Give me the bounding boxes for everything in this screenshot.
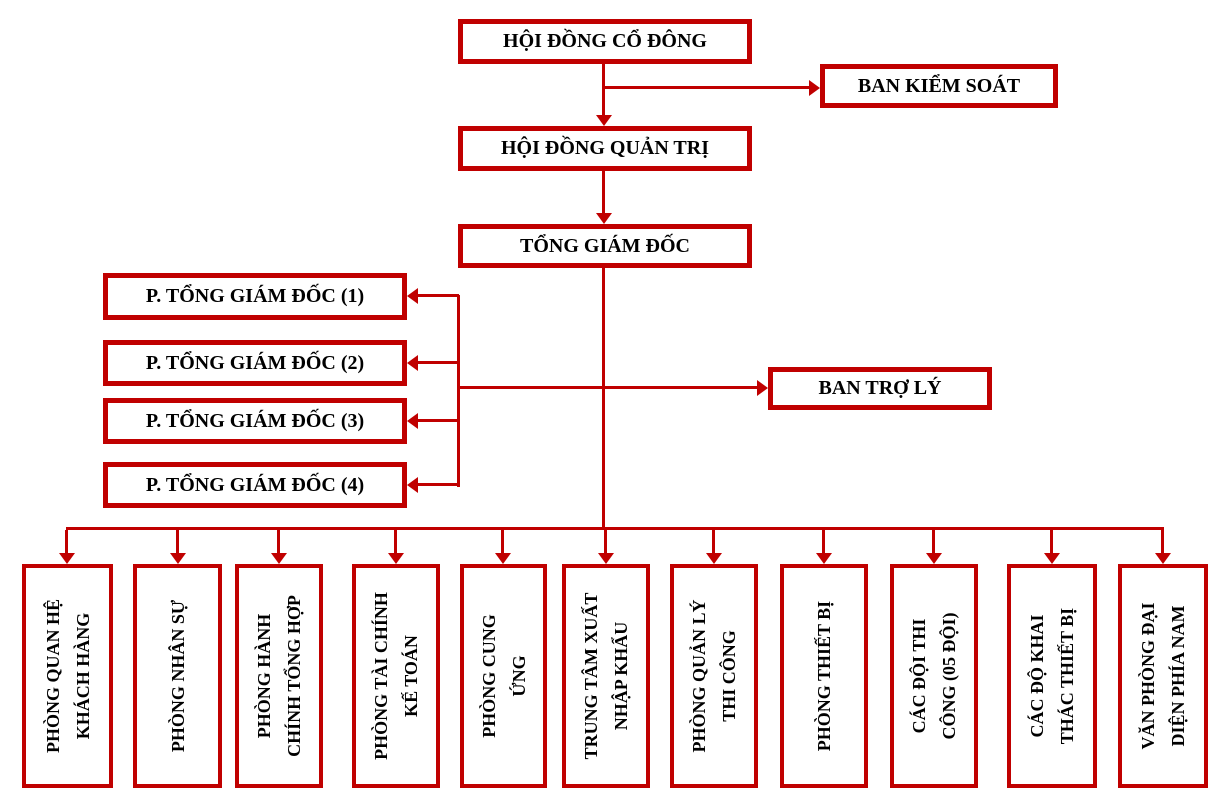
arrowhead-down-dept-5-icon <box>495 553 511 564</box>
node-assistant-board: BAN TRỢ LÝ <box>768 367 992 410</box>
arrowhead-down-dept-9-icon <box>926 553 942 564</box>
arrowhead-down-general-director-icon <box>596 213 612 224</box>
connector-drop-3 <box>277 530 280 554</box>
arrowhead-down-board-icon <box>596 115 612 126</box>
arrowhead-left-deputy-3-icon <box>407 413 418 429</box>
node-deputy-general-director-3: P. TỔNG GIÁM ĐỐC (3) <box>103 398 407 444</box>
connector-drop-9 <box>932 530 935 554</box>
arrowhead-down-dept-11-icon <box>1155 553 1171 564</box>
arrowhead-down-dept-4-icon <box>388 553 404 564</box>
arrowhead-left-deputy-1-icon <box>407 288 418 304</box>
node-dept-tai-chinh-ke-toan: PHÒNG TÀI CHÍNH KẾ TOÁN <box>352 564 440 788</box>
node-label: PHÒNG TÀI CHÍNH KẾ TOÁN <box>371 592 421 760</box>
connector-deputy-1-stub <box>418 294 459 297</box>
connector-drop-4 <box>394 530 397 554</box>
node-label: PHÒNG HÀNH CHÍNH TỔNG HỢP <box>254 595 304 757</box>
connector-drop-5 <box>501 530 504 554</box>
connector-drop-7 <box>712 530 715 554</box>
node-general-director: TỔNG GIÁM ĐỐC <box>458 224 752 268</box>
connector-deputy-4-stub <box>418 483 459 486</box>
connector-deputy-3-stub <box>418 419 459 422</box>
node-label: HỘI ĐỒNG QUẢN TRỊ <box>501 137 709 159</box>
node-dept-hanh-chinh-tong-hop: PHÒNG HÀNH CHÍNH TỔNG HỢP <box>235 564 323 788</box>
arrowhead-down-dept-1-icon <box>59 553 75 564</box>
connector-distribution <box>66 527 1164 530</box>
connector-shareholders-board <box>602 64 605 115</box>
node-dept-quan-ly-thi-cong: PHÒNG QUẢN LÝ THI CÔNG <box>670 564 758 788</box>
connector-assistant-branch <box>457 386 757 389</box>
node-label: CÁC ĐỘI THI CÔNG (05 ĐỘI) <box>909 612 959 740</box>
node-label: TRUNG TÂM XUẤT NHẬP KHẨU <box>581 592 631 760</box>
arrowhead-down-dept-2-icon <box>170 553 186 564</box>
node-label: PHÒNG QUAN HỆ KHÁCH HÀNG <box>42 599 93 754</box>
arrowhead-left-deputy-2-icon <box>407 355 418 371</box>
connector-board-general-director <box>602 171 605 213</box>
connector-deputies-spine <box>457 295 460 487</box>
node-label: PHÒNG NHÂN SỰ <box>167 599 188 753</box>
connector-deputy-2-stub <box>418 361 459 364</box>
node-label: P. TỔNG GIÁM ĐỐC (4) <box>145 473 365 496</box>
arrowhead-down-dept-10-icon <box>1044 553 1060 564</box>
arrowhead-right-supervisory-icon <box>809 80 820 96</box>
node-label: P. TỔNG GIÁM ĐỐC (2) <box>145 351 365 374</box>
node-dept-doi-thi-cong: CÁC ĐỘI THI CÔNG (05 ĐỘI) <box>890 564 978 788</box>
node-label: HỘI ĐỒNG CỔ ĐÔNG <box>503 30 707 52</box>
node-label: BAN KIỂM SOÁT <box>857 74 1021 97</box>
arrowhead-down-dept-6-icon <box>598 553 614 564</box>
node-label: PHÒNG THIẾT BỊ <box>814 600 834 752</box>
connector-drop-2 <box>176 530 179 554</box>
node-shareholders: HỘI ĐỒNG CỔ ĐÔNG <box>458 19 752 64</box>
node-dept-van-phong-phia-nam: VĂN PHÒNG ĐẠI DIỆN PHÍA NAM <box>1118 564 1208 788</box>
node-dept-thiet-bi: PHÒNG THIẾT BỊ <box>780 564 868 788</box>
node-label: BAN TRỢ LÝ <box>818 377 942 399</box>
connector-drop-11 <box>1161 530 1164 554</box>
node-label: VĂN PHÒNG ĐẠI DIỆN PHÍA NAM <box>1138 602 1188 750</box>
connector-drop-6 <box>604 530 607 554</box>
node-dept-cung-ung: PHÒNG CUNG ỨNG <box>460 564 547 788</box>
node-label: CÁC ĐỘ KHAI THÁC THIẾT BỊ <box>1027 607 1077 745</box>
node-label: P. TỔNG GIÁM ĐỐC (3) <box>145 409 365 432</box>
node-label: TỔNG GIÁM ĐỐC <box>520 234 690 257</box>
node-dept-khai-thac-thiet-bi: CÁC ĐỘ KHAI THÁC THIẾT BỊ <box>1007 564 1097 788</box>
connector-supervisory-branch <box>603 86 809 89</box>
connector-drop-1 <box>65 530 68 554</box>
node-dept-nhan-su: PHÒNG NHÂN SỰ <box>133 564 222 788</box>
node-supervisory-board: BAN KIỂM SOÁT <box>820 64 1058 108</box>
node-label: PHÒNG QUẢN LÝ THI CÔNG <box>689 599 739 753</box>
node-label: PHÒNG CUNG ỨNG <box>478 614 529 738</box>
node-dept-quan-he-khach-hang: PHÒNG QUAN HỆ KHÁCH HÀNG <box>22 564 113 788</box>
connector-drop-10 <box>1050 530 1053 554</box>
arrowhead-down-dept-7-icon <box>706 553 722 564</box>
arrowhead-down-dept-3-icon <box>271 553 287 564</box>
connector-trunk <box>602 268 605 530</box>
node-dept-xuat-nhap-khau: TRUNG TÂM XUẤT NHẬP KHẨU <box>562 564 650 788</box>
connector-drop-8 <box>822 530 825 554</box>
node-label: P. TỔNG GIÁM ĐỐC (1) <box>145 285 365 307</box>
arrowhead-down-dept-8-icon <box>816 553 832 564</box>
node-deputy-general-director-4: P. TỔNG GIÁM ĐỐC (4) <box>103 462 407 508</box>
node-deputy-general-director-2: P. TỔNG GIÁM ĐỐC (2) <box>103 340 407 386</box>
node-deputy-general-director-1: P. TỔNG GIÁM ĐỐC (1) <box>103 273 407 320</box>
node-board-of-management: HỘI ĐỒNG QUẢN TRỊ <box>458 126 752 171</box>
arrowhead-right-assistant-icon <box>757 380 768 396</box>
arrowhead-left-deputy-4-icon <box>407 477 418 493</box>
